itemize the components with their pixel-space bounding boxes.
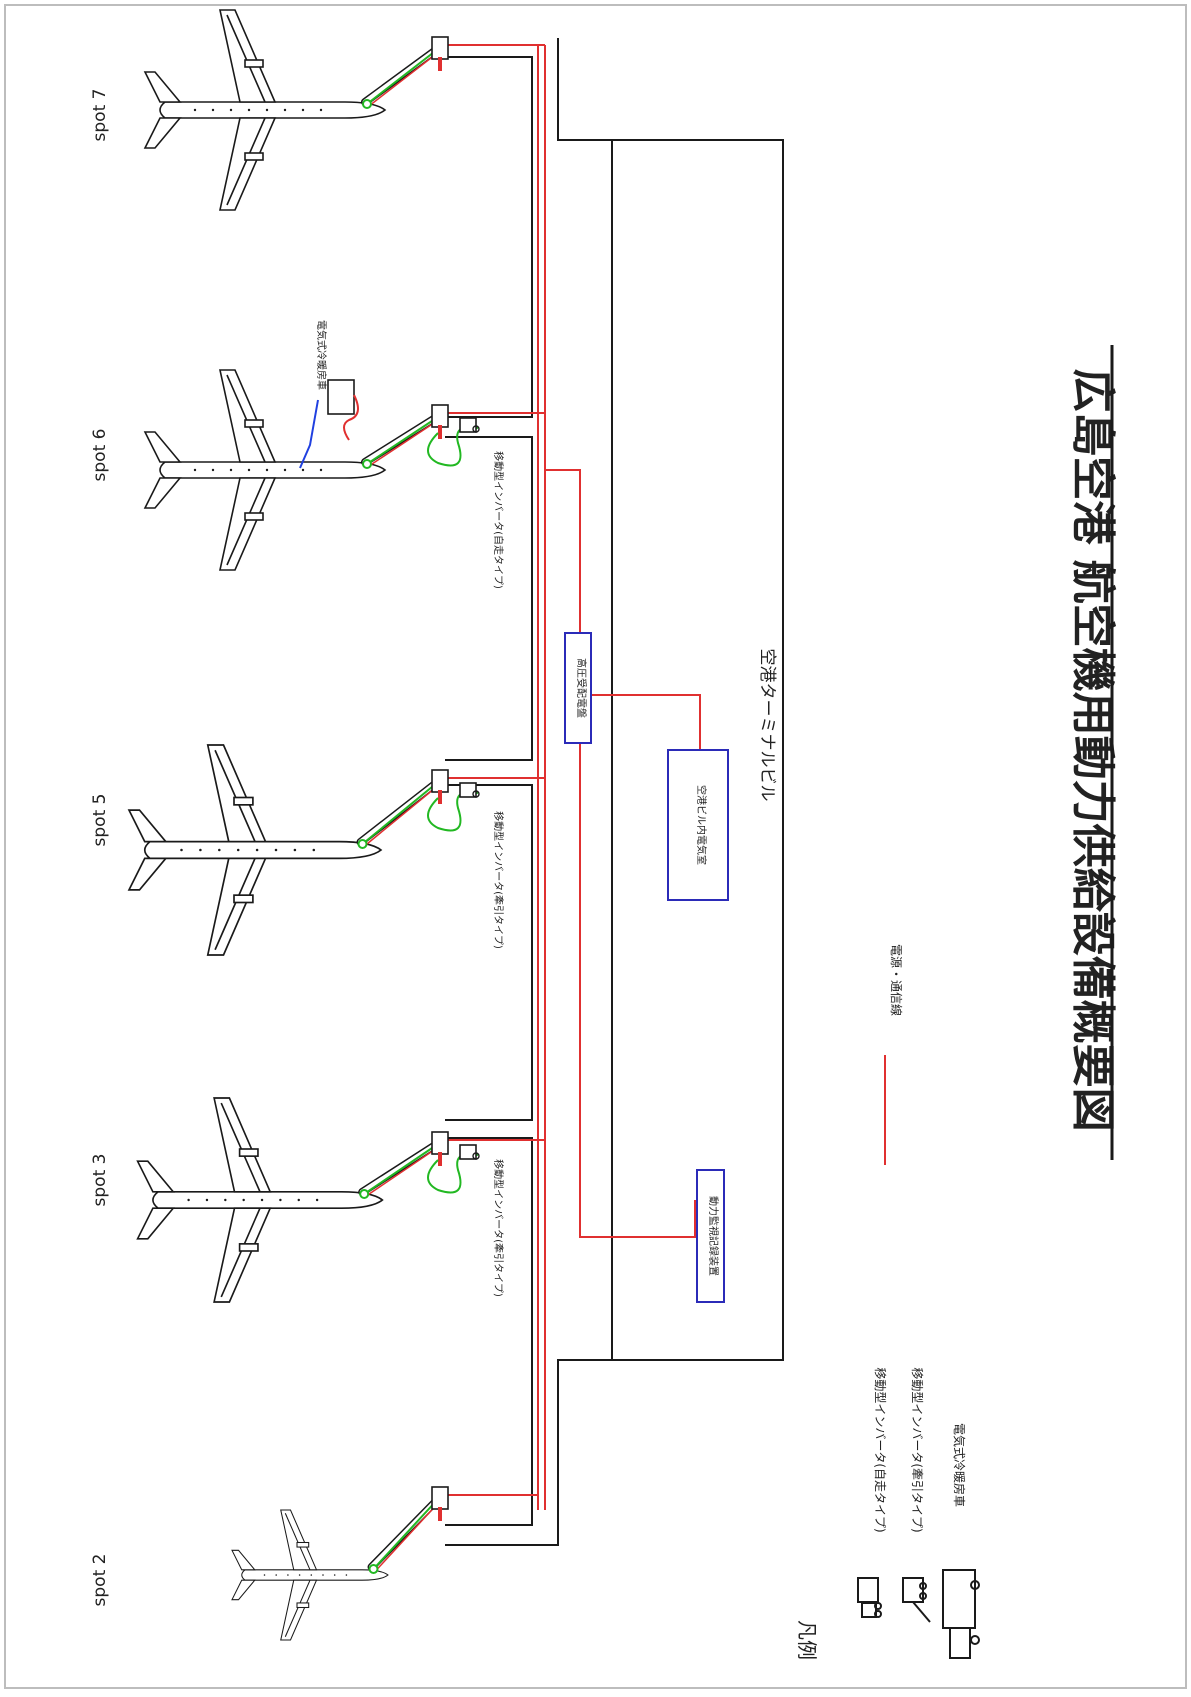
legend-item-label-1: 移動型インバータ(自走タイプ) [873, 1367, 887, 1532]
terminal-label: 空港ターミナルビル [757, 649, 777, 802]
page-title: 広島空港 航空機用動力供給設備概要図 [1067, 368, 1118, 1131]
spot-label-2: spot 2 [90, 1554, 110, 1607]
electrical-room-box: 空港ビル内電気室 [667, 749, 729, 901]
spot-6-jet-bridge [361, 404, 449, 469]
monitor-panel-label: 動力監視記録装置 [707, 1196, 720, 1276]
inverter-annotation-spot3: 移動型インバータ(牽引タイプ) [492, 1159, 505, 1297]
spot-5-jet-bridge [356, 769, 449, 849]
legend: 電源・通信線 凡例 移動型インバータ(自走タイプ) 移動型インバータ(牽引タイプ… [795, 944, 980, 1660]
spot-6-aircraft [143, 369, 387, 571]
spot-5-inverter [427, 782, 480, 832]
spot-2-jet-bridge [367, 1486, 449, 1574]
spot-3-aircraft [136, 1097, 384, 1303]
inverter-annotation-spot5: 移動型インバータ(牽引タイプ) [492, 811, 505, 949]
substation-label: 高圧受配電盤 [575, 658, 588, 718]
spot-6-inverter [427, 417, 480, 467]
page-border [4, 4, 1187, 1689]
self-propelled-inverter-icon [857, 1577, 882, 1618]
aircraft-layer [127, 9, 480, 1641]
monitor-panel-box: 動力監視記録装置 [696, 1169, 725, 1303]
spot-6-cooling-truck [299, 379, 359, 469]
electrical-room-label: 空港ビル内電気室 [695, 785, 708, 865]
spot-3-jet-bridge [358, 1131, 449, 1199]
spot-label-6: spot 6 [90, 429, 110, 482]
terminal-building-outline [445, 38, 784, 1546]
cooling-car-annotation-spot6: 電気式冷暖房車 [315, 320, 328, 390]
cooling-heating-truck-icon [942, 1569, 980, 1659]
legend-heading: 凡例 [795, 1620, 819, 1660]
substation-box: 高圧受配電盤 [564, 632, 592, 744]
spot-7-jet-bridge [361, 36, 449, 109]
legend-line-label: 電源・通信線 [889, 944, 904, 1016]
spot-5-aircraft [127, 744, 383, 956]
legend-item-label-2: 移動型インバータ(牽引タイプ) [910, 1367, 925, 1532]
spot-3-inverter [427, 1144, 480, 1194]
title-block: 広島空港 航空機用動力供給設備概要図 [1067, 345, 1118, 1160]
legend-item-label-3: 電気式冷暖房車 [952, 1423, 967, 1507]
spot-label-3: spot 3 [90, 1154, 110, 1207]
power-line-network [440, 44, 701, 1510]
towed-inverter-icon [902, 1577, 931, 1623]
spot-label-7: spot 7 [90, 89, 110, 142]
spot-label-5: spot 5 [90, 794, 110, 847]
spot-7-aircraft [143, 9, 387, 211]
inverter-annotation-spot6: 移動型インバータ(自走タイプ) [492, 451, 505, 589]
spot-2-aircraft [231, 1509, 389, 1641]
